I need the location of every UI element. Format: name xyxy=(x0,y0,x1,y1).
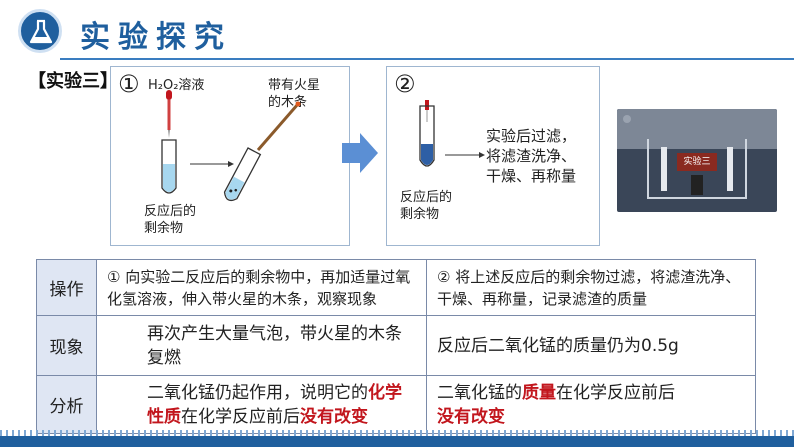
highlight-unchanged: 没有改变 xyxy=(300,406,368,427)
next-step-arrow-icon xyxy=(342,133,378,173)
tilted-test-tube-icon xyxy=(223,147,262,202)
phenomenon-left: 再次产生大量气泡，带火星的木条复燃 xyxy=(96,315,427,376)
operation-right: ② 将上述反应后的剩余物过滤，将滤渣洗净、干燥、再称量，记录滤渣的质量 xyxy=(426,259,756,316)
step2-arrow-icon xyxy=(445,152,485,158)
step2-panel xyxy=(386,66,600,246)
step2-residue-label-1: 反应后的 xyxy=(400,190,453,205)
row-header-operation: 操作 xyxy=(36,259,97,316)
step2-text-1: 实验后过滤， xyxy=(486,127,577,145)
step2-number: ② xyxy=(394,70,416,98)
residue-label-1: 反应后的 xyxy=(144,204,197,219)
analysis-left: 二氧化锰仍起作用，说明它的化学性质在化学反应前后没有改变 xyxy=(96,375,427,434)
step1-panel xyxy=(110,66,350,246)
splint-label-1: 带有火星 xyxy=(268,78,321,93)
table-row: 现象 再次产生大量气泡，带火星的木条复燃 反应后二氧化锰的质量仍为0.5g xyxy=(36,315,756,376)
table-row: 操作 ① 向实验二反应后的剩余物中，再加适量过氧化氢溶液，伸入带火星的木条，观察… xyxy=(36,259,756,316)
page-title: 实验探究 xyxy=(80,20,232,55)
results-table: 操作 ① 向实验二反应后的剩余物中，再加适量过氧化氢溶液，伸入带火星的木条，观察… xyxy=(36,259,756,434)
dropper-icon xyxy=(166,90,172,138)
experiment-video[interactable]: 实验三 xyxy=(617,109,777,212)
flask-icon xyxy=(29,19,53,44)
row-header-phenomenon: 现象 xyxy=(36,315,97,376)
step2-text-2: 将滤渣洗净、 xyxy=(486,147,577,165)
highlight-chemical-property: 化学性质 xyxy=(147,382,402,427)
test-tube-icon xyxy=(161,139,177,194)
step1-number: ① xyxy=(118,70,140,98)
table-row: 分析 二氧化锰仍起作用，说明它的化学性质在化学反应前后没有改变 二氧化锰的质量在… xyxy=(36,375,756,434)
header-divider xyxy=(60,58,794,60)
header-logo xyxy=(18,9,62,53)
step1-apparatus xyxy=(161,90,301,202)
step2-residue-label-2: 剩余物 xyxy=(400,207,440,222)
operation-left: ① 向实验二反应后的剩余物中，再加适量过氧化氢溶液，伸入带火星的木条，观察现象 xyxy=(96,259,427,316)
video-caption: 实验三 xyxy=(677,153,717,171)
row-header-analysis: 分析 xyxy=(36,375,97,434)
video-badge-icon xyxy=(623,115,631,123)
highlight-unchanged-2: 没有改变 xyxy=(437,406,505,427)
reagent-label: H₂O₂溶液 xyxy=(148,78,205,93)
highlight-mass: 质量 xyxy=(522,382,556,403)
footer-bar xyxy=(0,436,794,447)
splint-icon xyxy=(256,103,300,151)
analysis-right: 二氧化锰的质量在化学反应前后没有改变 xyxy=(426,375,756,434)
step2-text-3: 干燥、再称量 xyxy=(486,167,577,185)
residue-label-2: 剩余物 xyxy=(144,221,184,236)
experiment-label: 【实验三】 xyxy=(28,71,118,92)
footer-pattern xyxy=(0,430,794,436)
step2-test-tube-icon xyxy=(419,100,435,167)
phenomenon-right: 反应后二氧化锰的质量仍为0.5g xyxy=(426,315,756,376)
